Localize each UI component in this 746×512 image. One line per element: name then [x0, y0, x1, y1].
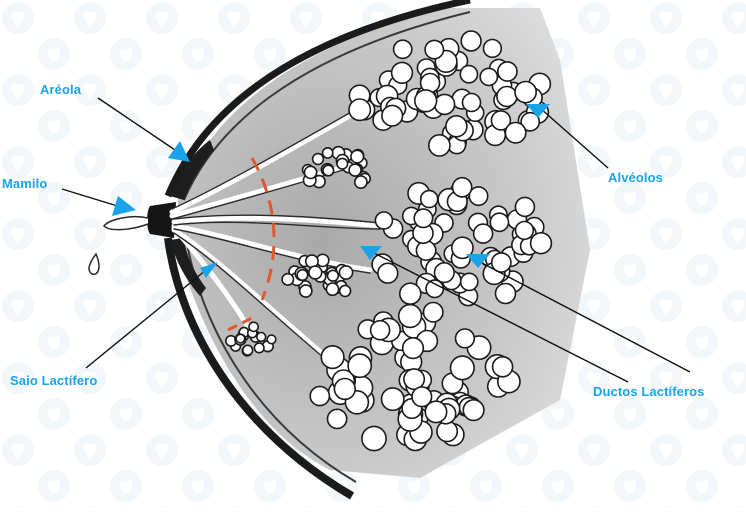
- alveolus: [351, 150, 364, 163]
- alveolus: [337, 158, 348, 169]
- alveolus: [425, 40, 443, 58]
- alveolus: [236, 334, 245, 343]
- alveolus: [334, 379, 355, 400]
- alveolus: [349, 164, 361, 176]
- alveolus: [297, 270, 308, 281]
- alveolus: [323, 165, 334, 176]
- alveolus: [490, 213, 508, 231]
- alveolus: [414, 209, 432, 227]
- alveolus: [254, 343, 264, 353]
- alveolus: [340, 285, 351, 296]
- alveolus: [497, 87, 517, 107]
- nipple: [147, 202, 176, 238]
- alveolus: [460, 66, 477, 83]
- alveolus: [310, 386, 329, 405]
- alveolus: [456, 329, 475, 348]
- alveolus: [300, 285, 312, 297]
- alveolus: [496, 284, 516, 304]
- alveolus: [328, 270, 339, 281]
- alveolus: [257, 333, 266, 342]
- alveolus: [484, 40, 502, 58]
- alveolus: [328, 409, 347, 428]
- alveolus: [382, 105, 403, 126]
- alveolus: [399, 305, 422, 328]
- alveolus: [498, 62, 517, 81]
- label-mamilo: Mamilo: [2, 176, 47, 191]
- alveolus: [305, 166, 317, 178]
- label-ductos-lactiferos: Ductos Lactíferos: [593, 384, 705, 399]
- alveolus: [378, 263, 398, 283]
- alveolus: [429, 135, 450, 156]
- alveolus: [531, 233, 552, 254]
- alveolus: [426, 280, 443, 297]
- alveolus: [282, 274, 293, 285]
- alveolus: [403, 338, 424, 359]
- alveolus: [243, 345, 253, 355]
- alveolus: [313, 154, 324, 165]
- alveolus: [446, 116, 467, 137]
- label-alveolos: Alvéolos: [608, 170, 663, 185]
- alveolus: [362, 426, 386, 450]
- alveolus: [435, 94, 455, 114]
- alveolus: [461, 273, 478, 290]
- alveolus: [371, 321, 390, 340]
- alveolus: [505, 123, 525, 143]
- alveolus: [348, 354, 371, 377]
- alveolus: [493, 357, 513, 377]
- alveolus: [435, 263, 455, 283]
- alveolus: [416, 241, 435, 260]
- alveolus: [323, 148, 333, 158]
- alveolus: [453, 178, 472, 197]
- alveolus: [249, 322, 258, 331]
- alveolus: [321, 346, 344, 369]
- alveolus: [463, 400, 484, 421]
- alveolus: [412, 387, 432, 407]
- alveolus: [474, 224, 493, 243]
- alveolus: [515, 82, 536, 103]
- alveolus: [326, 283, 338, 295]
- alveolus: [421, 191, 438, 208]
- label-saio-lactifero: Saio Lactífero: [10, 373, 97, 388]
- alveolus: [392, 62, 413, 83]
- alveolus: [415, 90, 437, 112]
- alveolus: [355, 176, 367, 188]
- alveolus: [424, 303, 443, 322]
- alveolus: [480, 68, 497, 85]
- alveolus: [267, 335, 276, 344]
- alveolus: [309, 266, 322, 279]
- alveolus: [516, 222, 534, 240]
- alveolus: [463, 94, 481, 112]
- alveolus: [382, 388, 404, 410]
- alveolus: [339, 266, 352, 279]
- alveolus: [451, 356, 475, 380]
- alveolus: [461, 31, 481, 51]
- label-areola: Aréola: [40, 82, 81, 97]
- alveolus: [394, 40, 412, 58]
- alveolus: [375, 212, 392, 229]
- alveolus: [400, 283, 421, 304]
- alveolus: [349, 99, 370, 120]
- alveolus: [515, 197, 534, 216]
